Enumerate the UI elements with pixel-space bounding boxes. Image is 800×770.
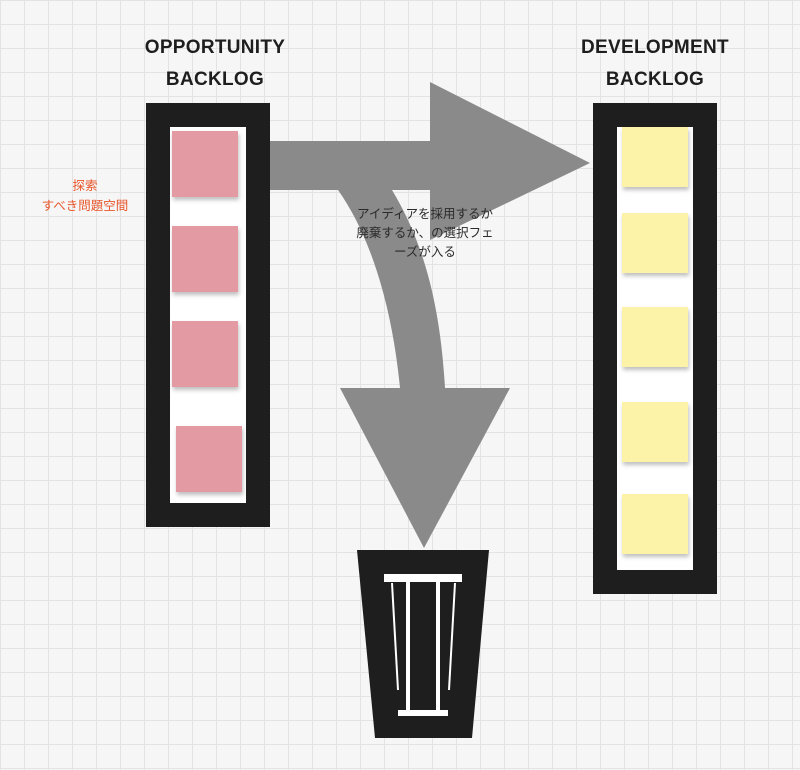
development-sticky-note[interactable] <box>622 213 688 273</box>
development-sticky-note[interactable] <box>622 494 688 554</box>
decision-phase-note-line3: ーズが入る <box>394 244 456 259</box>
development-sticky-note[interactable] <box>622 307 688 367</box>
arrow-shaft <box>270 141 445 388</box>
opportunity-sticky-note[interactable] <box>176 426 242 492</box>
arrow-head-down <box>340 388 510 548</box>
arrow-head-right <box>430 82 590 240</box>
opportunity-sticky-note[interactable] <box>172 321 238 387</box>
opportunity-backlog-title: OPPORTUNITY BACKLOG <box>110 32 320 96</box>
development-sticky-note[interactable] <box>622 127 688 187</box>
opportunity-sticky-note[interactable] <box>172 131 238 197</box>
development-backlog-title: DEVELOPMENT BACKLOG <box>555 32 755 96</box>
exploration-label-line1: 探索 <box>72 178 98 193</box>
opportunity-backlog-title-line1: OPPORTUNITY <box>144 37 286 58</box>
exploration-label-line2: すべき問題空間 <box>41 198 129 213</box>
decision-phase-note-line2: 廃棄するか、の選択フェ <box>356 225 494 240</box>
exploration-label: 探索 すべき問題空間 <box>20 176 150 216</box>
opportunity-sticky-note[interactable] <box>172 226 238 292</box>
decision-phase-note-line1: アイディアを採用するか <box>356 206 493 221</box>
decision-phase-note: アイディアを採用するか 廃棄するか、の選択フェ ーズが入る <box>330 204 520 261</box>
development-backlog-title-line1: DEVELOPMENT <box>581 37 729 58</box>
development-backlog-title-line2: BACKLOG <box>605 69 705 90</box>
split-arrow-icon[interactable] <box>270 82 590 548</box>
trash-can-icon[interactable] <box>357 550 489 738</box>
opportunity-backlog-title-line2: BACKLOG <box>165 69 265 90</box>
development-sticky-note[interactable] <box>622 402 688 462</box>
